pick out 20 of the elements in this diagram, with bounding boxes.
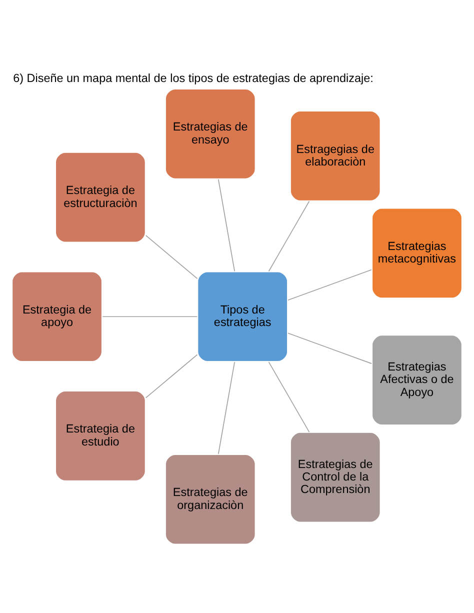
node-box: Estrategia de estructuraciòn: [54, 150, 147, 243]
connector: [218, 178, 235, 272]
node-box: Estrategias de organizaciòn: [164, 452, 256, 545]
node-box: Estrategias de Control de la Comprensiòn: [289, 430, 382, 523]
connector: [102, 316, 198, 317]
node-box: Estrategia de apoyo: [10, 270, 104, 362]
node-box: Tipos de estrategias: [196, 270, 289, 362]
connector: [288, 268, 372, 300]
connector: [218, 361, 235, 454]
node-box: Estrategias Afectivas o de Apoyo: [370, 334, 464, 426]
connector: [145, 234, 198, 278]
connector: [288, 332, 372, 364]
node-box: Estrategia de estudio: [54, 389, 147, 482]
node-box: Estrategias de ensayo: [164, 87, 256, 180]
connector: [268, 361, 310, 432]
connector: [145, 354, 198, 398]
node-box: Estrategias metacognitivas: [370, 206, 464, 299]
node-box: Estragegias de elaboraciòn: [289, 109, 382, 202]
diagram-title: 6) Diseñe un mapa mental de los tipos de estrategias de aprendizaje:: [13, 72, 374, 85]
connector: [268, 200, 310, 272]
